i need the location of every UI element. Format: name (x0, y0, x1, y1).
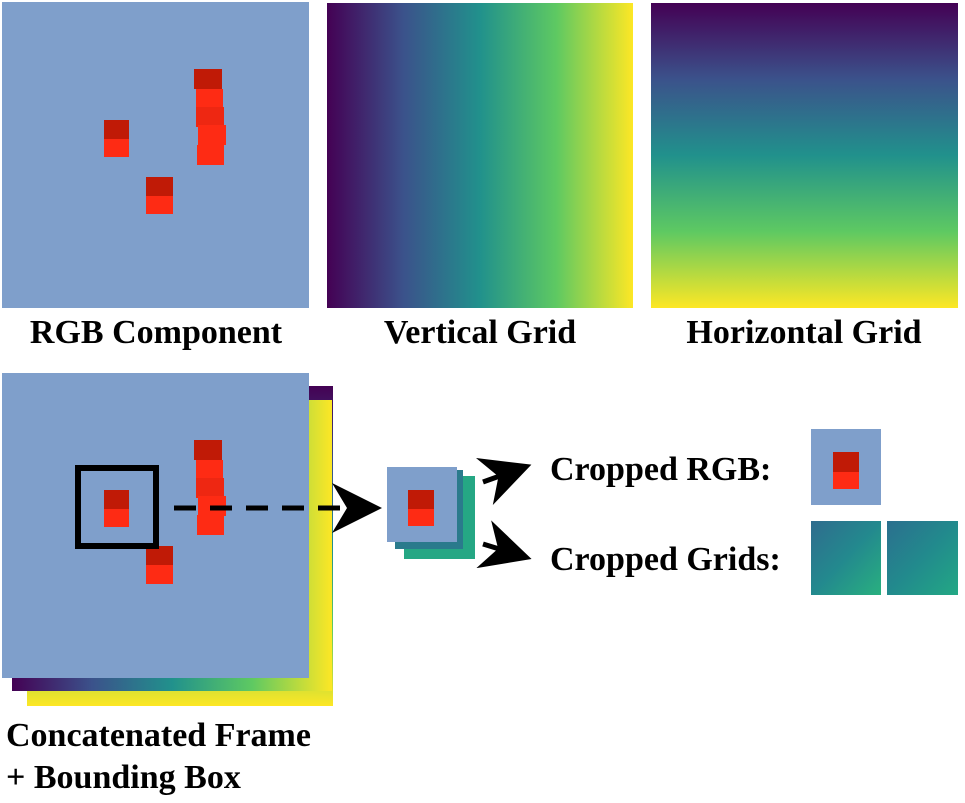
cropped-rgb-image (811, 429, 881, 505)
cropped-stack (387, 467, 475, 559)
arrow-right-icon-grids (476, 520, 532, 569)
horizontal-grid-label: Horizontal Grid (686, 314, 921, 351)
red-blocks (104, 69, 226, 214)
bounding-box-label: + Bounding Box (6, 759, 241, 796)
rgb-component-label: RGB Component (30, 314, 283, 351)
cropped-vertical-grid (811, 521, 881, 595)
vertical-grid-panel (327, 3, 633, 308)
arrow-right-icon-rgb (475, 457, 532, 506)
cropped-rgb-label: Cropped RGB: (550, 451, 771, 488)
concatenated-frame-label: Concatenated Frame (6, 717, 311, 754)
cropped-horizontal-grid (887, 521, 958, 595)
cropped-grids-label: Cropped Grids: (550, 541, 781, 578)
bounding-box (75, 465, 159, 549)
vertical-grid-label: Vertical Grid (384, 314, 576, 351)
horizontal-grid-panel (651, 3, 958, 308)
rgb-component-panel (2, 2, 309, 308)
concatenated-frame-stack (2, 373, 333, 706)
stack-red-blocks (104, 440, 226, 584)
